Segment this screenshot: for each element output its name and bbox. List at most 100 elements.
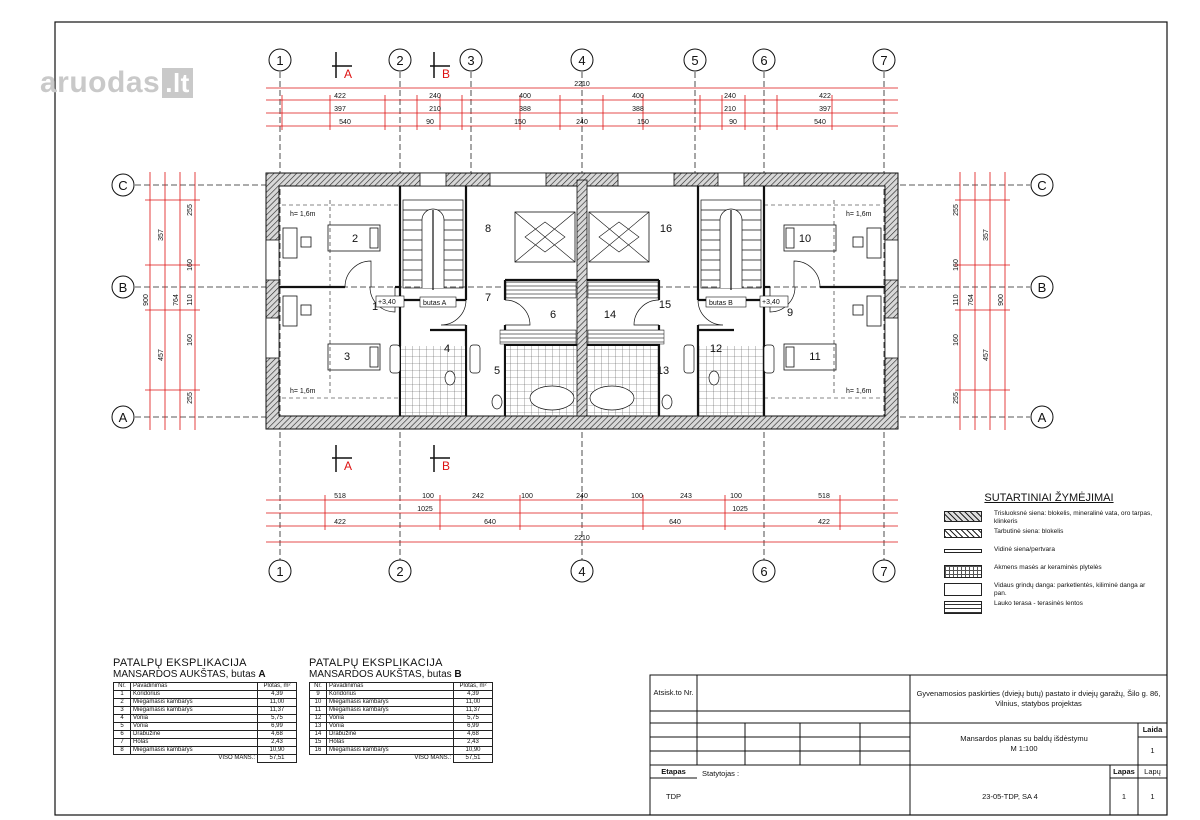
axis-bubbles xyxy=(111,48,1054,583)
dim-left: 160 xyxy=(187,334,194,346)
dim-top: 150 xyxy=(637,119,649,126)
dim-top: 422 xyxy=(334,93,346,100)
axis-2: 2 xyxy=(396,53,403,68)
section-a-bottom: A xyxy=(344,459,352,473)
section-labels: A B A B xyxy=(344,67,450,473)
dim-bottom: 240 xyxy=(576,493,588,500)
cell: 6,99 xyxy=(257,722,297,731)
dim-top: 210 xyxy=(724,106,736,113)
cell: Miegamasis kambarys xyxy=(130,746,258,755)
room-14: 14 xyxy=(604,309,616,321)
header-cell: Plotas, m² xyxy=(257,682,297,691)
cell: 10,90 xyxy=(453,746,493,755)
room-16: 16 xyxy=(660,223,672,235)
cell: Holas xyxy=(326,738,454,747)
building-plan xyxy=(265,172,899,430)
dim-right: 255 xyxy=(953,204,960,216)
section-markers xyxy=(332,52,450,472)
cell: 3 xyxy=(113,706,131,715)
total-value: 57,51 xyxy=(453,754,493,763)
cell: 12 xyxy=(309,714,327,723)
axis-3: 3 xyxy=(467,53,474,68)
cell: 2,43 xyxy=(257,738,297,747)
dim-left: 457 xyxy=(158,349,165,361)
dim-bottom: 243 xyxy=(680,493,692,500)
cell: Drabužinė xyxy=(130,730,258,739)
dim-top: 150 xyxy=(514,119,526,126)
plan-annotations: h= 1,6m h= 1,6m h= 1,6m h= 1,6m +3,40 +3… xyxy=(290,211,872,395)
legend-title: SUTARTINIAI ŽYMĖJIMAI xyxy=(984,492,1114,504)
dimension-texts: 2210 422 240 400 400 240 422 397 210 388… xyxy=(334,81,831,542)
room-9: 9 xyxy=(787,307,793,319)
legend-item: Trisluoksnė siena: blokelis, mineralinė … xyxy=(944,510,1154,527)
swatch-partition xyxy=(944,549,982,553)
sheets-total-label: Lapų xyxy=(1144,766,1161,776)
axis-B-right: B xyxy=(1038,280,1047,295)
dimension-lines xyxy=(145,87,1010,543)
dim-bottom-total: 2210 xyxy=(574,535,590,542)
explication-title: PATALPŲ EKSPLIKACIJA xyxy=(309,657,443,669)
legend: SUTARTINIAI ŽYMĖJIMAI Trisluoksnė siena:… xyxy=(944,492,1154,618)
dim-top: 240 xyxy=(576,119,588,126)
room-4: 4 xyxy=(444,343,450,355)
cell: 6 xyxy=(113,730,131,739)
dim-top: 240 xyxy=(724,93,736,100)
section-b-top: B xyxy=(442,67,450,81)
header-cell: Plotas, m² xyxy=(453,682,493,691)
vertical-dimension-texts: 357 255 160 110 160 457 255 900 764 255 … xyxy=(143,204,1005,404)
watermark-logo: aruodas.lt xyxy=(40,66,193,100)
subtitle-letter: A xyxy=(258,669,266,680)
dim-right: 160 xyxy=(953,259,960,271)
drawing-name: Mansardos planas su baldų išdėstymu xyxy=(960,734,1088,743)
section-a-top: A xyxy=(344,67,352,81)
legend-text: Akmens masės ar keraminės plytelės xyxy=(994,564,1102,571)
total-label: VISO MANS.: xyxy=(414,755,451,762)
cell: Vonia xyxy=(326,722,454,731)
cell: 5 xyxy=(113,722,131,731)
room-13: 13 xyxy=(657,365,669,377)
client-label: Statytojas : xyxy=(702,769,740,778)
axis-B: B xyxy=(119,280,128,295)
cell: Vonia xyxy=(130,714,258,723)
cell: 4,68 xyxy=(257,730,297,739)
cell: 11,37 xyxy=(453,706,493,715)
title-block-frame xyxy=(649,674,1168,816)
legend-item: Lauko terasa - terasinės lentos xyxy=(944,600,1154,617)
cell: Koridorius xyxy=(130,690,258,699)
section-b-bottom: B xyxy=(442,459,450,473)
cell: 13 xyxy=(309,722,327,731)
axis-4: 4 xyxy=(578,53,585,68)
dim-top: 422 xyxy=(819,93,831,100)
room-10: 10 xyxy=(799,233,811,245)
total-label: VISO MANS.: xyxy=(218,755,255,762)
cell: Miegamasis kambarys xyxy=(326,746,454,755)
room-12: 12 xyxy=(710,343,722,355)
cell: 4,39 xyxy=(257,690,297,699)
room-15: 15 xyxy=(659,299,671,311)
cell: 14 xyxy=(309,730,327,739)
dim-top: 397 xyxy=(334,106,346,113)
watermark-suffix: .lt xyxy=(162,68,193,98)
axis-A: A xyxy=(119,410,128,425)
height-note: h= 1,6m xyxy=(846,211,872,218)
axis-6: 6 xyxy=(760,53,767,68)
dim-left: 900 xyxy=(143,294,150,306)
dim-top: 397 xyxy=(819,106,831,113)
total-row: VISO MANS.:57,51 xyxy=(114,754,297,763)
room-5: 5 xyxy=(494,365,500,377)
cell: 15 xyxy=(309,738,327,747)
cell: 11,00 xyxy=(453,698,493,707)
